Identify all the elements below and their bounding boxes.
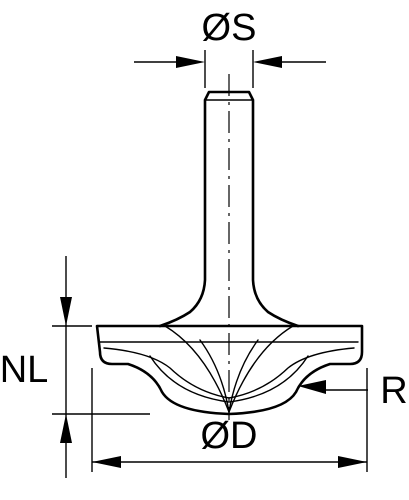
cutting-diameter-label: ØD bbox=[201, 415, 258, 457]
nl-arrow-bottom bbox=[60, 414, 72, 443]
od-arrow-right bbox=[338, 456, 367, 468]
shank-dim-arrow-right bbox=[253, 56, 282, 68]
cutter-profile-right bbox=[228, 347, 355, 399]
inner-bowl-curve bbox=[149, 355, 309, 403]
nl-arrow-top bbox=[60, 297, 72, 326]
cutter-head-outline bbox=[95, 324, 364, 416]
radius-label: R bbox=[380, 370, 407, 412]
cutter-profile-left bbox=[103, 347, 230, 399]
flute-line-3 bbox=[199, 339, 230, 413]
flute-line-2 bbox=[228, 325, 294, 413]
flute-line-4 bbox=[228, 339, 259, 413]
flute-line-1 bbox=[164, 325, 230, 413]
radius-arrow bbox=[298, 380, 326, 394]
shank-diameter-label: ØS bbox=[202, 7, 257, 49]
cutting-length-label: NL bbox=[0, 349, 48, 391]
shank-dim-arrow-left bbox=[176, 56, 205, 68]
od-arrow-left bbox=[92, 456, 121, 468]
shank-outline bbox=[158, 90, 300, 328]
